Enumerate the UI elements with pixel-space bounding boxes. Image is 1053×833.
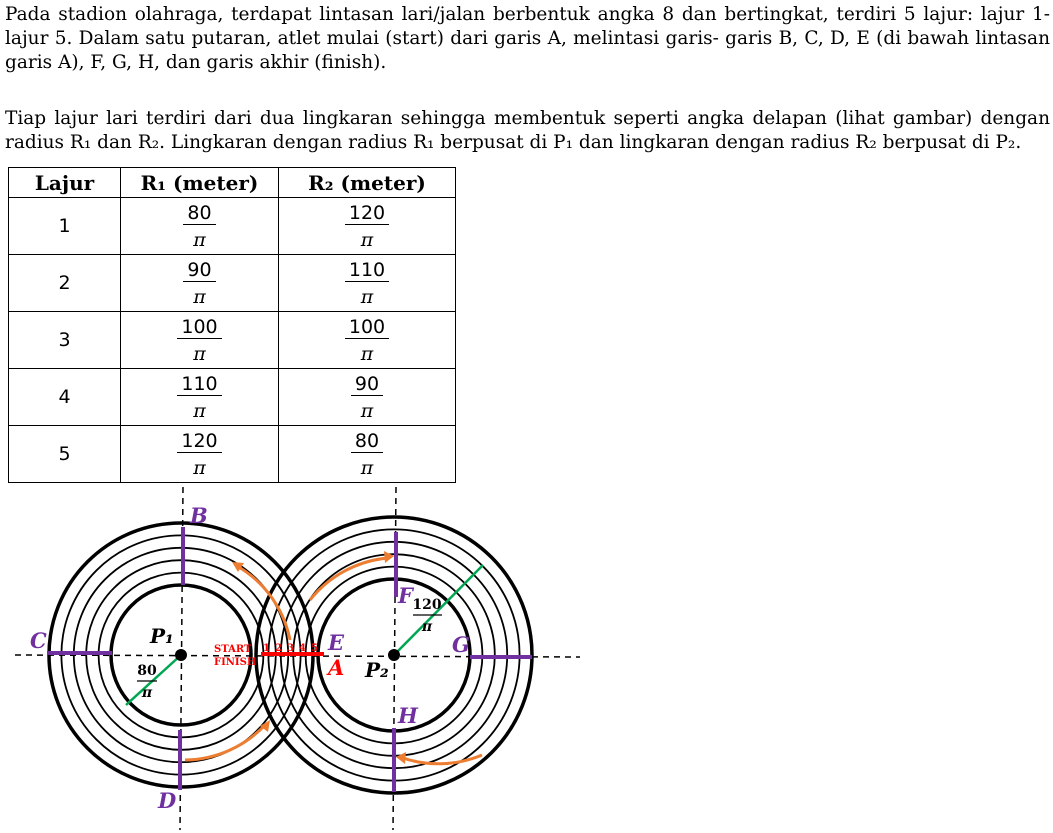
numerator: 80 <box>183 202 216 225</box>
label-B: B <box>189 503 208 528</box>
lane-2: 2 <box>275 643 282 654</box>
r1-denominator: π <box>141 685 153 701</box>
lane-3: 3 <box>287 643 294 654</box>
table-row: 2 90 π 110 π <box>8 254 456 312</box>
lane-1: 1 <box>263 643 270 654</box>
label-E: E <box>327 630 345 655</box>
header-lajur: Lajur <box>8 167 121 198</box>
figure-eight-track-diagram: B C D E F G H A P₁ P₂ START FINISH 1 2 3… <box>14 486 581 831</box>
denominator: π <box>193 228 206 251</box>
fraction: 80 π <box>350 430 384 479</box>
numerator: 80 <box>350 430 384 453</box>
numerator: 90 <box>350 373 384 396</box>
label-A: A <box>326 655 344 680</box>
lane-4: 4 <box>299 643 306 654</box>
radius-line-r1 <box>125 654 182 706</box>
label-start: START <box>214 644 252 655</box>
numerator: 110 <box>344 259 390 282</box>
arrow-icon <box>184 722 268 762</box>
denominator: π <box>193 399 206 422</box>
lane-5: 5 <box>311 643 318 654</box>
fraction: 100 π <box>177 316 222 365</box>
problem-paragraph-1: Pada stadion olahraga, terdapat lintasan… <box>5 4 1050 73</box>
numerator: 100 <box>177 316 222 339</box>
label-F: F <box>397 583 415 608</box>
table-row: 1 80 π 120 π <box>8 197 456 255</box>
radius-line-r2 <box>393 564 484 656</box>
denominator: π <box>360 342 374 365</box>
crossing-lines <box>47 527 532 792</box>
table-row: 4 110 π 90 π <box>8 368 456 426</box>
denominator: π <box>360 456 374 479</box>
denominator: π <box>360 285 374 308</box>
radius-table: Lajur R₁ (meter) R₂ (meter) 1 80 π 120 π 2 90 π… <box>8 167 456 483</box>
fraction: 110 π <box>177 373 222 422</box>
center-p1 <box>175 649 187 661</box>
lane-number: 1 <box>8 197 121 255</box>
r2-denominator: π <box>421 619 433 635</box>
r1-numerator: 80 <box>137 663 157 679</box>
fraction: 120 π <box>344 202 390 251</box>
numerator: 110 <box>177 373 222 396</box>
label-C: C <box>30 628 47 653</box>
numerator: 120 <box>177 430 222 453</box>
fraction: 90 π <box>350 373 384 422</box>
arrow-icon <box>308 556 389 601</box>
numerator: 100 <box>344 316 390 339</box>
label-G: G <box>452 632 470 657</box>
numerator: 120 <box>344 202 390 225</box>
fraction: 120 π <box>177 430 222 479</box>
lane-number: 4 <box>8 368 121 426</box>
arrow-icon <box>399 753 483 766</box>
label-D: D <box>157 788 177 813</box>
numerator: 90 <box>183 259 216 282</box>
arrowhead-icon <box>260 720 270 732</box>
lane-number: 5 <box>8 425 121 483</box>
fraction: 100 π <box>344 316 390 365</box>
header-r1: R₁ (meter) <box>120 167 279 198</box>
denominator: π <box>193 285 206 308</box>
arrowhead-icon <box>396 752 406 764</box>
denominator: π <box>360 228 374 251</box>
problem-paragraph-2: Tiap lajur lari terdiri dari dua lingkar… <box>5 108 1050 153</box>
arrow-icon <box>236 564 292 641</box>
table-header-row: Lajur R₁ (meter) R₂ (meter) <box>8 167 456 198</box>
lane-number: 2 <box>8 254 121 312</box>
denominator: π <box>193 342 206 365</box>
fraction: 80 π <box>183 202 216 251</box>
label-finish: FINISH <box>214 657 256 668</box>
denominator: π <box>360 399 374 422</box>
lane-number: 3 <box>8 311 121 369</box>
table-row: 5 120 π 80 π <box>8 425 456 483</box>
label-P2: P₂ <box>364 658 389 682</box>
r2-numerator: 120 <box>412 597 441 613</box>
fraction: 110 π <box>344 259 390 308</box>
header-r2: R₂ (meter) <box>278 167 456 198</box>
fraction: 90 π <box>183 259 216 308</box>
label-H: H <box>397 703 419 728</box>
label-P1: P₁ <box>149 624 174 648</box>
arrowhead-icon <box>232 562 244 572</box>
denominator: π <box>193 456 206 479</box>
center-p2 <box>388 649 400 661</box>
arrowhead-icon <box>384 551 394 563</box>
table-row: 3 100 π 100 π <box>8 311 456 369</box>
